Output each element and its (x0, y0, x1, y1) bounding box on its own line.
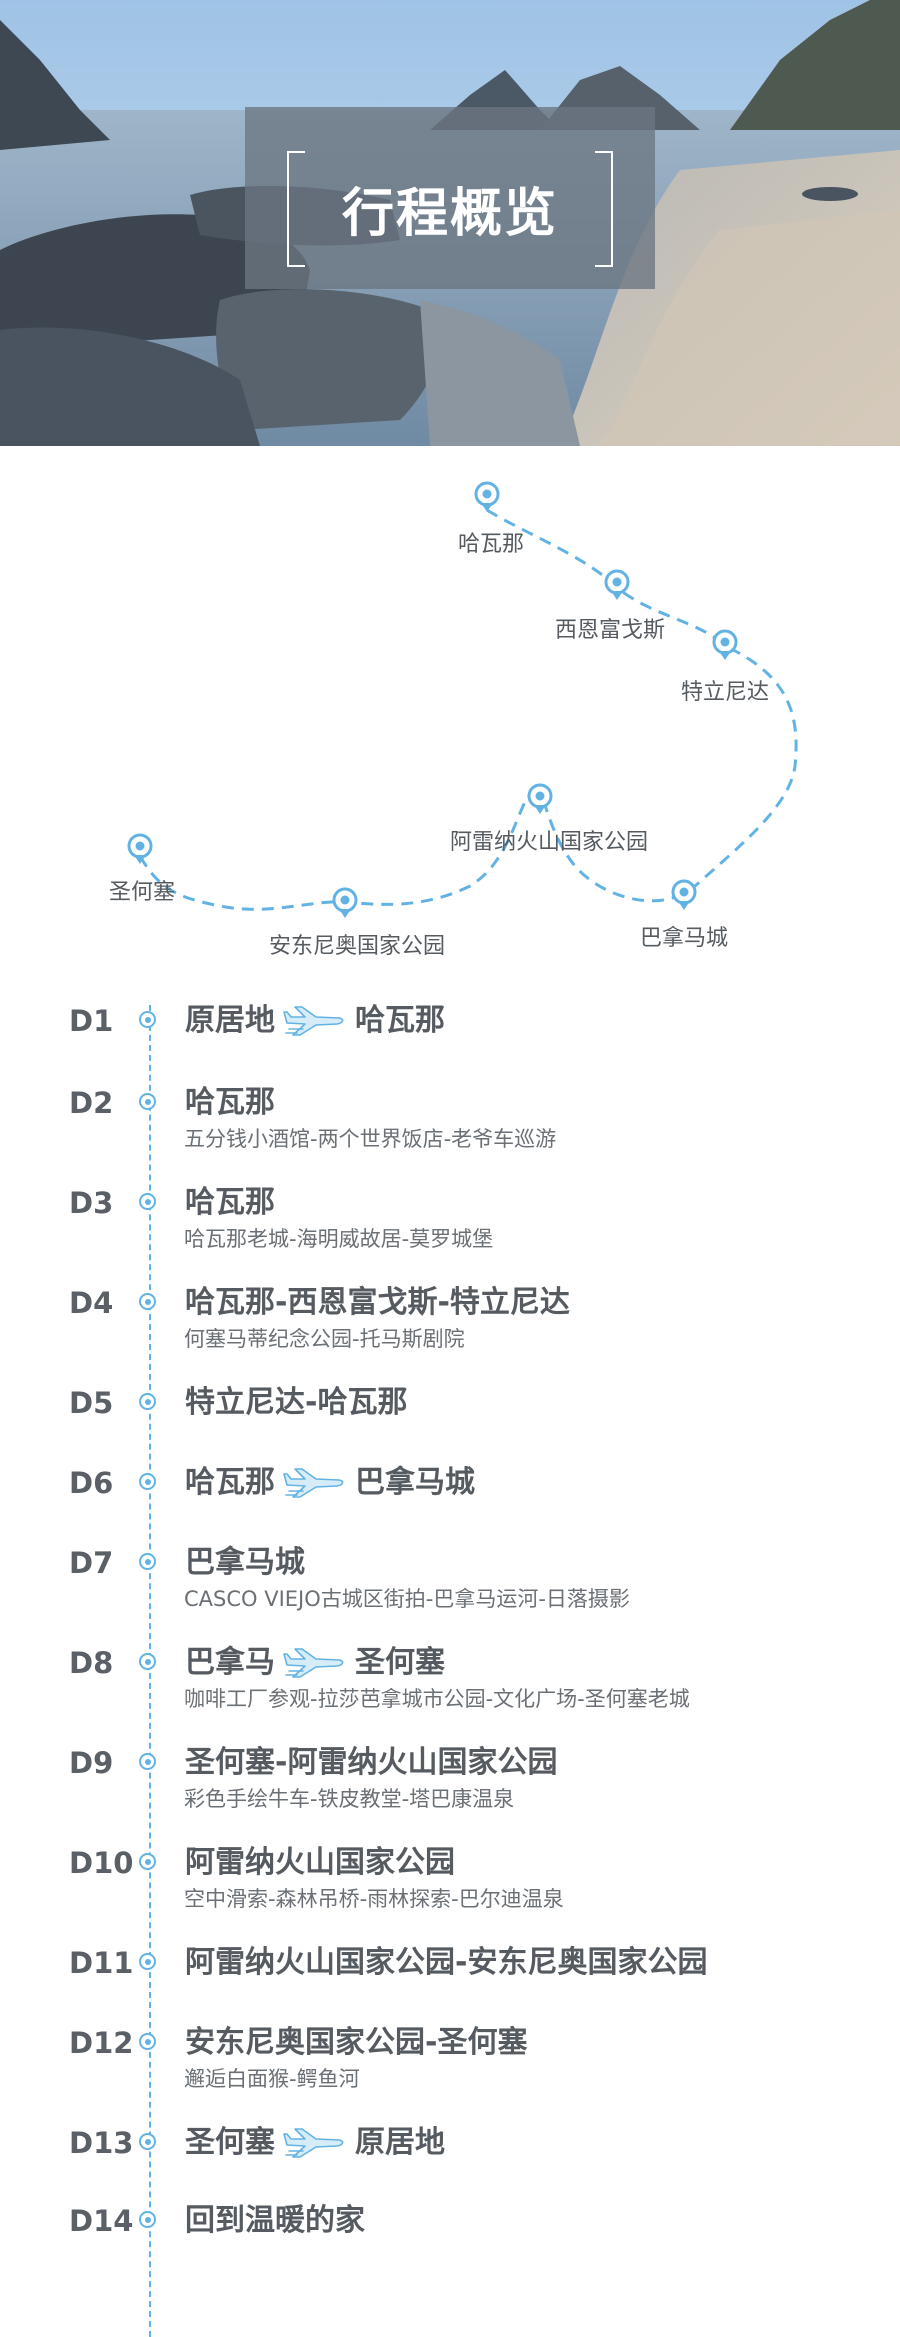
day-destination: 哈瓦那 (355, 1003, 445, 1038)
title-panel: 行程概览 (245, 107, 655, 289)
timeline-dot-icon (139, 1093, 156, 1110)
map-pin-icon (332, 887, 358, 918)
day-number: D13 (69, 2126, 134, 2160)
map-pin-icon (527, 783, 553, 814)
stop-label-panama-city: 巴拿马城 (639, 926, 729, 951)
map-pin-icon (127, 833, 153, 864)
day-number: D2 (69, 1086, 114, 1120)
route-map: 哈瓦那 西恩富戈斯 特立尼达 阿雷纳火山国家公园 巴拿马城 圣何塞 安东尼奥国家… (0, 446, 900, 986)
day-number: D11 (69, 1946, 134, 1980)
stop-label-manuel-antonio: 安东尼奥国家公园 (268, 934, 446, 959)
day-title: 哈瓦那 (185, 1085, 275, 1120)
right-bracket (595, 151, 613, 267)
day-title: 特立尼达-哈瓦那 (185, 1385, 408, 1420)
day-origin: 圣何塞 (185, 2125, 275, 2160)
day-destination: 原居地 (355, 2125, 445, 2160)
map-pin-icon (474, 481, 500, 512)
timeline-line (149, 1005, 151, 2337)
stop-label-trinidad: 特立尼达 (680, 680, 770, 705)
airplane-icon (283, 1003, 349, 1039)
day-title: 哈瓦那 巴拿马城 (185, 1465, 475, 1501)
day-title: 阿雷纳火山国家公园-安东尼奥国家公园 (185, 1945, 708, 1980)
day-number: D7 (69, 1546, 114, 1580)
day-origin: 原居地 (185, 1003, 275, 1038)
timeline-dot-icon (139, 1193, 156, 1210)
stop-label-san-jose: 圣何塞 (108, 880, 176, 905)
stop-label-cienfuegos: 西恩富戈斯 (554, 618, 666, 643)
day-number: D6 (69, 1466, 114, 1500)
map-pin-icon (712, 629, 738, 660)
day-number: D3 (69, 1186, 114, 1220)
day-origin: 哈瓦那 (185, 1465, 275, 1500)
day-number: D4 (69, 1286, 114, 1320)
airplane-icon (283, 2125, 349, 2161)
route-path-graphic (127, 481, 798, 918)
day-destination: 圣何塞 (355, 1645, 445, 1680)
day-activities: 邂逅白面猴-鳄鱼河 (184, 2067, 360, 2091)
map-pin-icon (671, 879, 697, 910)
day-activities: 何塞马蒂纪念公园-托马斯剧院 (184, 1327, 465, 1351)
left-bracket (287, 151, 305, 267)
day-destination: 巴拿马城 (355, 1465, 475, 1500)
airplane-icon (283, 1465, 349, 1501)
day-number: D12 (69, 2026, 134, 2060)
day-number: D1 (69, 1004, 114, 1038)
timeline-dot-icon (139, 1393, 156, 1410)
timeline-dot-icon (139, 1653, 156, 1670)
timeline-dot-icon (139, 1293, 156, 1310)
day-title: 巴拿马城 (185, 1545, 305, 1580)
timeline-dot-icon (139, 1753, 156, 1770)
day-title: 圣何塞 原居地 (185, 2125, 445, 2161)
timeline-dot-icon (139, 2033, 156, 2050)
day-activities: 哈瓦那老城-海明威故居-莫罗城堡 (184, 1227, 494, 1251)
day-activities: 咖啡工厂参观-拉莎芭拿城市公园-文化广场-圣何塞老城 (184, 1687, 690, 1711)
timeline-dot-icon (139, 1953, 156, 1970)
airplane-icon (283, 1645, 349, 1681)
page-title: 行程概览 (341, 183, 558, 244)
day-number: D14 (69, 2204, 134, 2238)
timeline-dot-icon (139, 1853, 156, 1870)
timeline-dot-icon (139, 1553, 156, 1570)
day-number: D5 (69, 1386, 114, 1420)
day-title: 哈瓦那 (185, 1185, 275, 1220)
day-title: 安东尼奥国家公园-圣何塞 (185, 2025, 528, 2060)
day-title: 圣何塞-阿雷纳火山国家公园 (185, 1745, 558, 1780)
timeline-dot-icon (139, 2133, 156, 2150)
day-activities: 彩色手绘牛车-铁皮教堂-塔巴康温泉 (184, 1787, 515, 1811)
day-number: D8 (69, 1646, 114, 1680)
day-title: 巴拿马 圣何塞 (185, 1645, 445, 1681)
map-pin-icon (604, 569, 630, 600)
timeline-dot-icon (139, 1011, 156, 1028)
day-title: 阿雷纳火山国家公园 (185, 1845, 455, 1880)
day-origin: 巴拿马 (185, 1645, 275, 1680)
stop-label-havana: 哈瓦那 (457, 532, 525, 557)
day-activities: CASCO VIEJO古城区街拍-巴拿马运河-日落摄影 (184, 1587, 630, 1611)
day-title: 回到温暖的家 (185, 2203, 365, 2238)
stop-label-arenal: 阿雷纳火山国家公园 (449, 830, 649, 855)
hero-banner: 行程概览 (0, 0, 900, 446)
timeline-dot-icon (139, 1473, 156, 1490)
day-number: D10 (69, 1846, 134, 1880)
day-title: 原居地 哈瓦那 (185, 1003, 445, 1039)
day-title: 哈瓦那-西恩富戈斯-特立尼达 (185, 1285, 570, 1320)
day-activities: 五分钱小酒馆-两个世界饭店-老爷车巡游 (184, 1127, 557, 1151)
day-number: D9 (69, 1746, 114, 1780)
day-activities: 空中滑索-森林吊桥-雨林探索-巴尔迪温泉 (184, 1887, 564, 1911)
timeline-dot-icon (139, 2211, 156, 2228)
